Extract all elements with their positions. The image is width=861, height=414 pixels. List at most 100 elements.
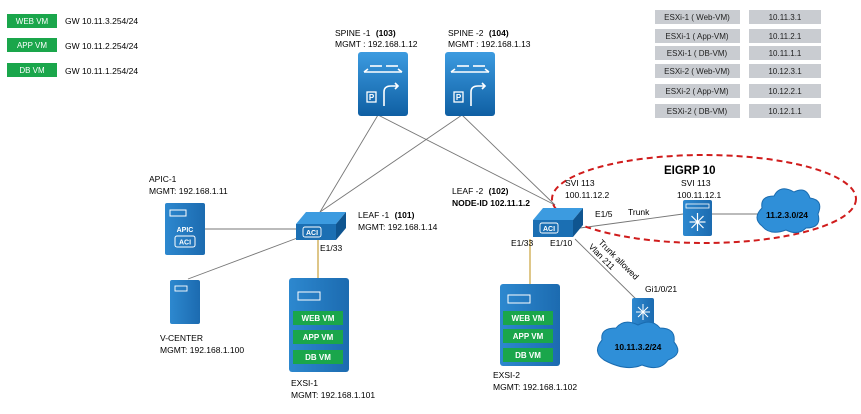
vcenter-name: V-CENTER [160, 333, 203, 343]
esxi-ip: 10.11.3.1 [769, 13, 802, 22]
esxi1-mgmt: MGMT: 192.168.1.101 [291, 390, 375, 400]
esxi-table-row: ESXi-1 ( Web-VM) 10.11.3.1 [655, 10, 821, 24]
aci-badge-icon [302, 226, 322, 238]
esxi2-drive [507, 294, 531, 304]
vm-label: DB VM [515, 351, 541, 360]
gi-port-label: Gi1/0/21 [645, 284, 677, 294]
link-spine2-leaf2 [461, 114, 556, 206]
leaf1-mgmt: MGMT: 192.168.1.14 [358, 222, 438, 232]
cloud1-label: 11.2.3.0/24 [766, 210, 808, 220]
esxi2-name: EXSI-2 [493, 370, 520, 380]
esxi1-vm-web: WEB VM [293, 311, 343, 325]
spine1-name: SPINE -1 [335, 28, 371, 38]
leaf2-port-e15: E1/5 [595, 209, 613, 219]
link-leaf2-access-switch [574, 238, 641, 304]
apic-icon-label: APIC [177, 227, 194, 234]
spine2-body [445, 52, 495, 116]
spine2-title: SPINE -2 (104) [448, 28, 509, 38]
spine2-id: (104) [489, 28, 509, 38]
apic-mgmt: MGMT: 192.168.1.11 [149, 186, 228, 196]
leaf1-switch: ACI [296, 212, 346, 240]
leaf1-title: LEAF -1 (101) [358, 210, 415, 220]
esxi1-vm-app: APP VM [293, 330, 343, 344]
svi-leaf-line1: SVI 113 [565, 178, 595, 188]
spine1-body [358, 52, 408, 116]
esxi-name: ESXi-1 ( DB-VM) [667, 49, 728, 58]
legend-gw-label: GW 10.11.1.254/24 [65, 66, 138, 76]
spine1-switch: P [358, 52, 408, 116]
apic-drive [169, 209, 187, 217]
link-spine1-leaf2 [377, 114, 556, 206]
leaf2-port-e110: E1/10 [550, 238, 572, 248]
esxi2-mgmt: MGMT: 192.168.1.102 [493, 382, 577, 392]
multilayer-switch [683, 200, 712, 236]
vm-label: APP VM [303, 333, 334, 342]
leaf2-title: LEAF -2 (102) [452, 186, 509, 196]
mls-slot [685, 203, 710, 209]
cloud-network-1: 11.2.3.0/24 [756, 188, 821, 234]
esxi-ip: 10.12.3.1 [768, 67, 802, 76]
esxi-table-row: ESXi-1 ( DB-VM) 10.11.1.1 [655, 46, 821, 60]
leaf2-top [533, 208, 583, 220]
legend: WEB VM GW 10.11.3.254/24 APP VM GW 10.11… [7, 14, 138, 77]
vcenter-drive [174, 285, 188, 292]
spine2-mgmt: MGMT : 192.168.1.13 [448, 39, 531, 49]
leaf2-node-id: NODE-ID 102.11.1.2 [452, 198, 530, 208]
link-spine2-leaf1 [319, 114, 463, 213]
esxi-name: ESXi-2 ( Web-VM) [664, 67, 730, 76]
legend-gw-label: GW 10.11.2.254/24 [65, 41, 138, 51]
leaf1-front [296, 224, 336, 240]
esxi-name: ESXi-1 ( Web-VM) [664, 13, 730, 22]
esxi-table-row: ESXi-2 ( App-VM) 10.12.2.1 [655, 84, 821, 98]
leaf1-aci-label: ACI [306, 230, 318, 237]
esxi1-vm-db: DB VM [293, 350, 343, 364]
eigrp-label: EIGRP 10 [664, 165, 716, 177]
leaf2-port-e133: E1/33 [511, 238, 533, 248]
esxi2-vm-web: WEB VM [503, 311, 553, 325]
esxi-ip: 10.11.2.1 [769, 32, 802, 41]
spine2-name: SPINE -2 [448, 28, 484, 38]
trunk-label: Trunk [628, 207, 650, 217]
link-vcenter-leaf1 [187, 236, 301, 280]
svi-switch-line1: SVI 113 [681, 178, 711, 188]
vcenter-body [170, 280, 200, 324]
leaf2-aci-label: ACI [543, 226, 555, 233]
legend-item-db: DB VM [7, 63, 57, 77]
esxi-name: ESXi-1 ( App-VM) [665, 32, 728, 41]
link-spine1-leaf1 [319, 114, 379, 213]
cloud-icon [597, 321, 679, 369]
vm-label: DB VM [305, 353, 331, 362]
link-trunk [579, 213, 684, 229]
p-glyph: P [369, 93, 375, 102]
esxi-ip: 10.12.2.1 [768, 87, 802, 96]
leaf1-top [296, 212, 346, 224]
apic-name: APIC-1 [149, 174, 177, 184]
vm-label: WEB VM [512, 314, 545, 323]
snowflake-icon [689, 213, 706, 231]
cloud-icon [756, 188, 821, 234]
esxi2-vm-db: DB VM [503, 348, 553, 362]
leaf2-name: LEAF -2 [452, 186, 483, 196]
snowflake-icon [636, 304, 650, 320]
esxi1-host: WEB VM APP VM DB VM [289, 278, 349, 372]
apic-aci-label: ACI [179, 240, 191, 247]
leaf2-id: (102) [489, 186, 509, 196]
legend-gw-label: GW 10.11.3.254/24 [65, 16, 138, 26]
vm-label: WEB VM [302, 314, 335, 323]
legend-item-app: APP VM [7, 38, 57, 52]
orange-links [317, 239, 531, 284]
esxi-ip: 10.12.1.1 [768, 107, 802, 116]
esxi-table-row: ESXi-2 ( DB-VM) 10.12.1.1 [655, 104, 821, 118]
esxi1-drive [297, 291, 321, 301]
esxi2-vm-app: APP VM [503, 329, 553, 343]
leaf2-side [573, 208, 583, 237]
spine1-title: SPINE -1 (103) [335, 28, 396, 38]
esxi-ip: 10.11.1.1 [769, 49, 802, 58]
fabric-switch-icon [450, 65, 490, 106]
svi-leaf-line2: 100.11.12.2 [565, 190, 610, 200]
esxi2-host: WEB VM APP VM DB VM [500, 284, 560, 366]
legend-vm-label: DB VM [19, 66, 45, 75]
esxi-name: ESXi-2 ( App-VM) [665, 87, 728, 96]
vcenter-server [170, 280, 200, 324]
spine1-id: (103) [376, 28, 396, 38]
